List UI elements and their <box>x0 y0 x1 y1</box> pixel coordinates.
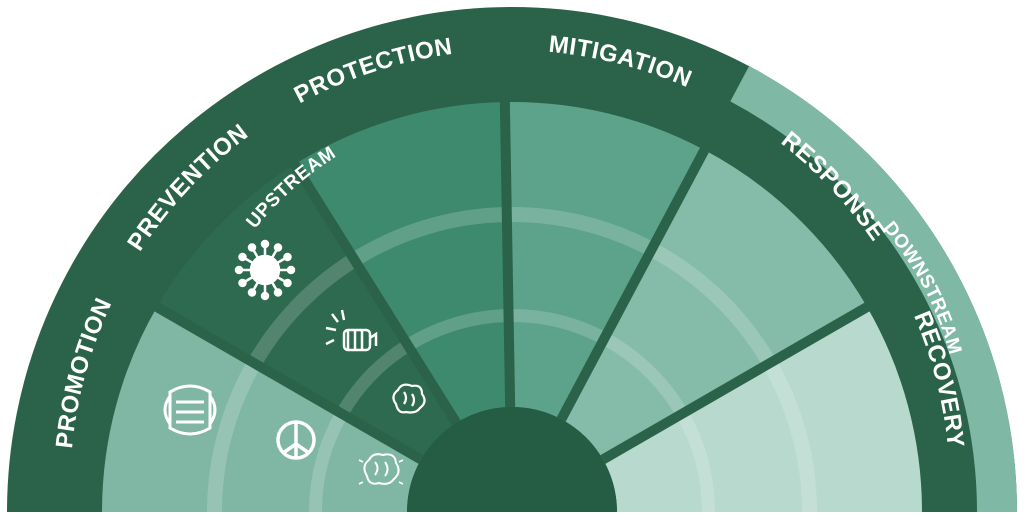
central-hub <box>407 407 617 512</box>
ring-band <box>309 410 348 512</box>
ring-band <box>508 309 608 345</box>
peace-icon <box>276 420 316 460</box>
inner-rings <box>207 207 817 512</box>
brain-icon <box>358 453 404 485</box>
sector-protection <box>294 102 511 423</box>
sectors <box>102 102 922 512</box>
sector-promotion <box>102 307 422 512</box>
mask-icon <box>163 384 217 436</box>
fist-icon <box>325 309 378 352</box>
sector-dividers <box>152 99 872 464</box>
brain-icon <box>392 383 426 414</box>
ring-band <box>676 410 715 512</box>
sector-prevention <box>156 164 457 460</box>
ring-band <box>350 207 507 267</box>
ring-band <box>648 242 777 367</box>
ring-band <box>763 359 817 512</box>
virus-icon <box>234 239 296 301</box>
sector-divider <box>152 301 424 464</box>
sector-divider <box>556 145 710 422</box>
ring-band <box>601 332 688 417</box>
ring-band <box>506 207 656 256</box>
ring-band <box>207 359 261 512</box>
ring-band <box>336 339 412 417</box>
ring-band <box>247 253 359 367</box>
ring-band <box>404 309 509 351</box>
sector-response <box>561 149 868 460</box>
sector-recovery <box>602 307 922 512</box>
sector-divider <box>289 159 461 426</box>
sector-mitigation <box>504 102 705 420</box>
sector-divider <box>600 301 872 464</box>
sector-divider <box>499 99 516 408</box>
